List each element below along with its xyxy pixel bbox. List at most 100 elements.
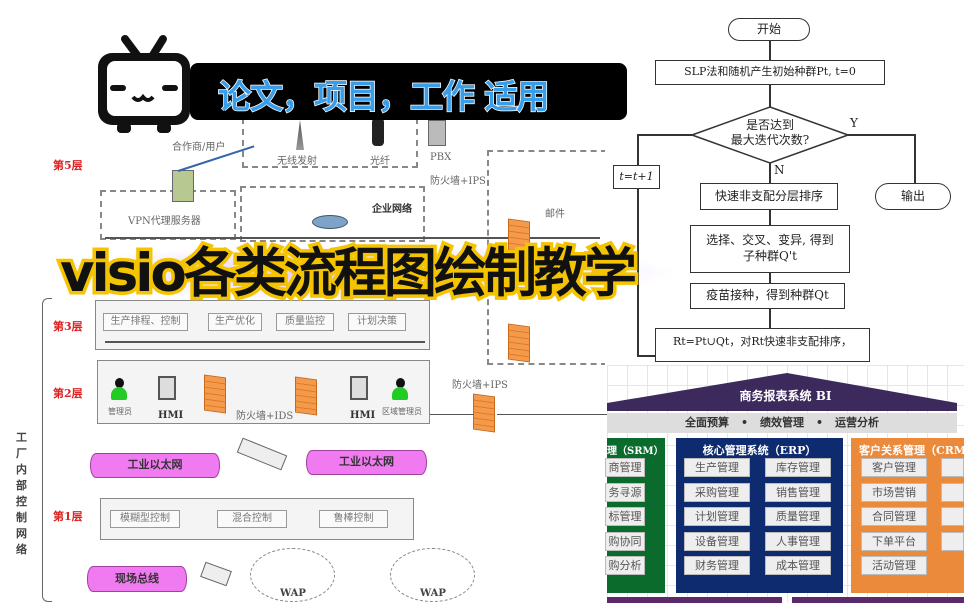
bar-sep: • — [740, 416, 748, 429]
bar-item: 绩效管理 — [760, 416, 804, 429]
flow-sort: 快速非支配分层排序 — [700, 183, 838, 210]
bi-module-item: 成本管理 — [765, 556, 831, 575]
bi-module-item: 合同管理 — [861, 507, 927, 526]
bi-title: 商务报表系统 BI — [739, 389, 832, 403]
layer3-item: 质量监控 — [276, 313, 334, 331]
subtitle-text: 论文，项目，工作 适用 — [217, 76, 550, 117]
pbx-icon — [428, 120, 446, 146]
vpn-group — [100, 190, 236, 240]
side-label: 工厂内部控制网络 — [16, 431, 27, 556]
hub-icon — [312, 215, 348, 229]
bi-module-item: 标管理 — [605, 507, 645, 526]
fieldbus-cylinder: 现场总线 — [87, 566, 187, 592]
device-icon — [200, 561, 232, 587]
backbone-line — [105, 237, 600, 239]
select-line: 选择、交叉、变异, 得到 — [706, 233, 834, 248]
firewall-ips-label: 防火墙+IPS — [452, 380, 508, 391]
layer1-item: 模糊型控制 — [110, 510, 180, 528]
bi-module-item: 质量管理 — [765, 507, 831, 526]
bi-module-item: 商管理 — [605, 458, 645, 477]
bi-module-item: 市场营销 — [861, 482, 927, 502]
srm-title: 理（SRM） — [607, 446, 664, 457]
crm-title: 客户关系管理（CRM — [859, 444, 964, 457]
flow-select: 选择、交叉、变异, 得到子种群Q't — [690, 225, 850, 273]
bi-module-item — [941, 507, 964, 526]
flow-decision-diamond — [690, 106, 850, 164]
admin-icon — [111, 378, 127, 402]
vpn-label: VPN代理服务器 — [128, 216, 201, 227]
bilibili-tv-logo-icon — [98, 35, 190, 133]
bar-item: 运营分析 — [835, 416, 880, 429]
partner-label: 合作商/用户 — [172, 142, 226, 153]
firewall-ips-label: 防火墙+IPS — [430, 176, 486, 187]
bi-module-item: 人事管理 — [765, 531, 831, 551]
link-line — [430, 414, 474, 415]
firewall-icon — [204, 374, 226, 414]
bi-module-item: 购分析 — [605, 556, 645, 575]
bi-module-item: 采购管理 — [684, 482, 750, 502]
layer3-item: 生产排程、控制 — [103, 313, 188, 331]
main-title: visio各类流程图绘制教学 — [57, 242, 641, 305]
layer-2-label: 第2层 — [53, 387, 83, 400]
admin-label: 管理员 — [108, 407, 132, 416]
layer-5-label: 第5层 — [53, 159, 83, 172]
decision-line: 最大迭代次数? — [730, 133, 810, 147]
flow-vaccine: 疫苗接种，得到种群Qt — [690, 283, 845, 309]
fiber-icon — [372, 118, 384, 146]
flow-output: 输出 — [875, 183, 951, 210]
layer3-item: 计划决策 — [348, 313, 406, 331]
bar-item: 全面预算 — [684, 416, 729, 429]
bi-module-item: 客户管理 — [861, 458, 927, 477]
flow-init: SLP法和随机产生初始种群Pt, t=0 — [655, 60, 885, 85]
switch-icon — [236, 437, 288, 471]
enterprise-label: 企业网络 — [372, 204, 412, 215]
bus-line — [105, 341, 425, 343]
select-line: 子种群Q't — [743, 249, 797, 263]
yes-label: Y — [850, 116, 858, 130]
layer-1-label: 第1层 — [53, 510, 83, 523]
bi-module-item: 销售管理 — [765, 482, 831, 502]
bi-bar: 全面预算 • 绩效管理 • 运营分析 — [607, 413, 957, 433]
bi-module-item — [941, 458, 964, 477]
device-group — [242, 118, 418, 168]
mail-label: 邮件 — [545, 209, 565, 220]
server-icon — [172, 170, 194, 202]
bi-module-item: 务寻源 — [605, 482, 645, 502]
hmi-icon — [350, 376, 368, 400]
link-line — [497, 414, 607, 415]
bi-module-item: 库存管理 — [765, 458, 831, 477]
decision-line: 是否达到 — [745, 118, 794, 132]
bracket — [42, 298, 52, 602]
bi-module-item — [941, 482, 964, 502]
hmi-label: HMI — [158, 410, 184, 421]
mail-group — [487, 150, 607, 365]
firewall-icon — [473, 393, 495, 433]
area-admin-label: 区域管理员 — [382, 407, 422, 416]
bi-roof — [607, 373, 957, 411]
firewall-icon — [508, 323, 530, 363]
tower-icon — [296, 120, 304, 150]
wap-label: WAP — [280, 588, 306, 599]
bi-module-item: 计划管理 — [684, 507, 750, 526]
wap-label: WAP — [420, 588, 446, 599]
glow-effect — [40, 244, 680, 302]
bottom-bar — [792, 597, 964, 603]
layer-2-box — [97, 360, 430, 424]
bi-module-item: 下单平台 — [861, 531, 927, 551]
ethernet-cylinder: 工业以太网 — [90, 453, 220, 478]
flow-start: 开始 — [728, 18, 810, 41]
device-label: PBX — [430, 152, 452, 163]
flow-decision: 是否达到最大迭代次数? — [690, 118, 850, 148]
no-label: N — [774, 163, 785, 177]
device-label: 无线发射 — [277, 156, 317, 167]
layer-3-label: 第3层 — [53, 320, 83, 333]
subtitle-banner — [190, 63, 627, 120]
flow-increment: t=t+1 — [613, 165, 660, 189]
bottom-bar — [607, 597, 782, 603]
bi-module-item: 财务管理 — [684, 556, 750, 575]
layer1-item: 鲁棒控制 — [319, 510, 388, 528]
bi-module-item — [941, 531, 964, 551]
area-admin-icon — [392, 378, 408, 402]
bi-module-item: 生产管理 — [684, 458, 750, 477]
bar-sep: • — [816, 416, 824, 429]
